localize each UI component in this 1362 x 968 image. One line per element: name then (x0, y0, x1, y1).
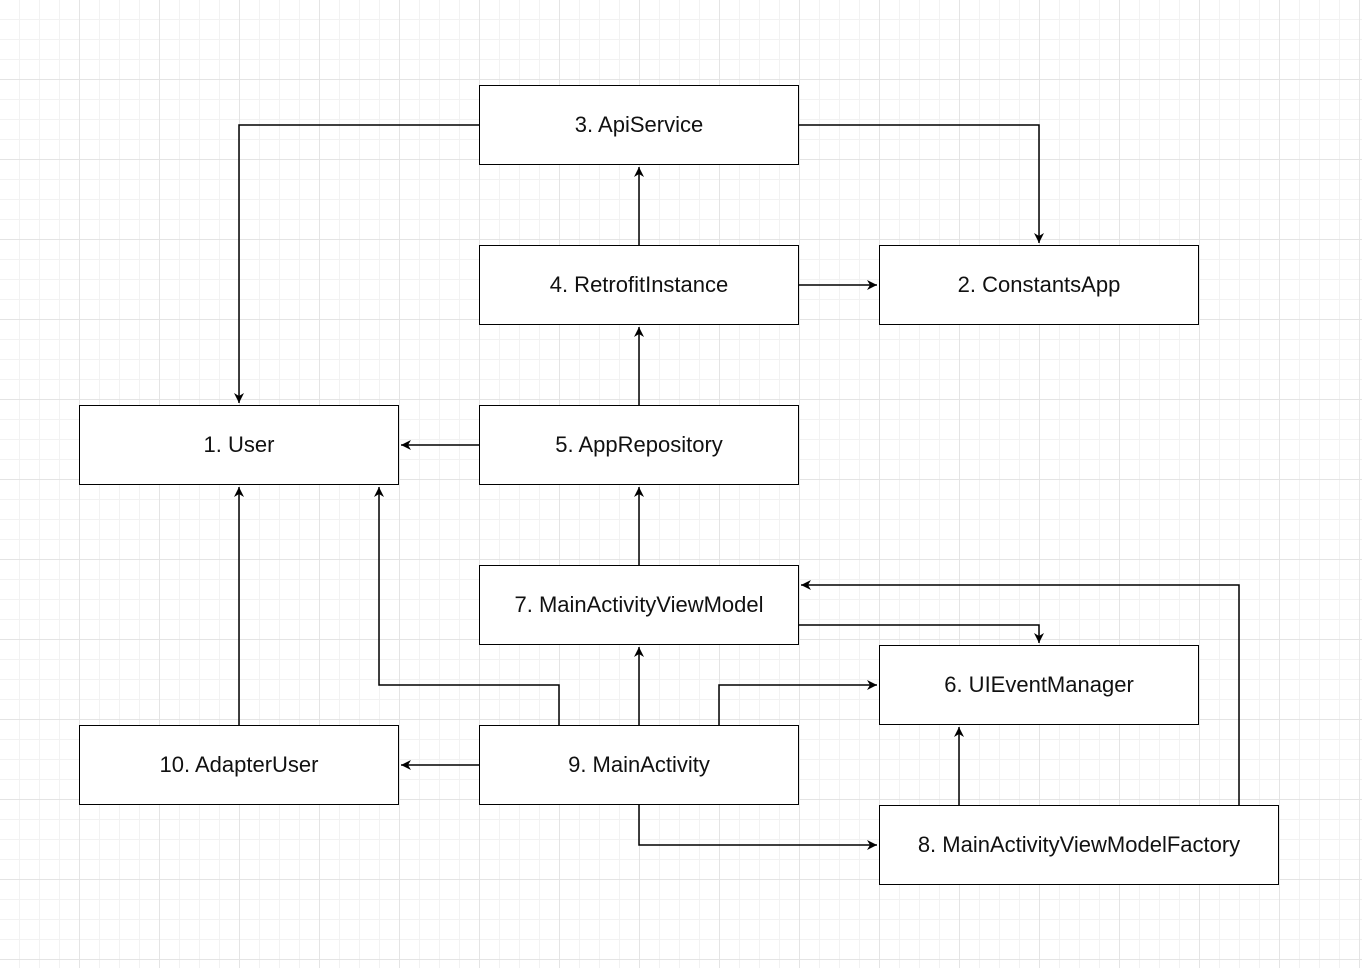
node-label: 3. ApiService (574, 112, 704, 137)
node-api-service[interactable]: 3. ApiService (479, 85, 799, 165)
edge-mainactivity-to-uievent (718, 680, 877, 725)
node-main-activity[interactable]: 9. MainActivity (479, 725, 799, 805)
node-label: 2. ConstantsApp (957, 272, 1121, 297)
node-main-activity-view-model[interactable]: 7. MainActivityViewModel (479, 565, 799, 645)
node-main-activity-view-model-factory[interactable]: 8. MainActivityViewModelFactory (879, 805, 1279, 885)
node-label: 10. AdapterUser (159, 752, 319, 777)
node-label: 6. UIEventManager (944, 672, 1134, 697)
node-label: 8. MainActivityViewModelFactory (917, 832, 1241, 857)
node-ui-event-manager[interactable]: 6. UIEventManager (879, 645, 1199, 725)
edge-factory-to-mainvm (801, 580, 1240, 805)
node-label: 1. User (203, 432, 275, 457)
node-retrofit-instance[interactable]: 4. RetrofitInstance (479, 245, 799, 325)
node-constants-app[interactable]: 2. ConstantsApp (879, 245, 1199, 325)
node-label: 9. MainActivity (568, 752, 710, 777)
edge-apiservice-to-user (234, 124, 479, 403)
node-label: 7. MainActivityViewModel (514, 592, 764, 617)
node-user[interactable]: 1. User (79, 405, 399, 485)
edge-mainactivity-to-user (374, 487, 560, 725)
edge-mainactivity-to-factory (638, 805, 877, 850)
edge-apiservice-to-constantsapp (799, 124, 1044, 243)
edge-mainvm-to-uievent (799, 624, 1044, 643)
node-label: 5. AppRepository (555, 432, 723, 457)
node-app-repository[interactable]: 5. AppRepository (479, 405, 799, 485)
node-label: 4. RetrofitInstance (549, 272, 729, 297)
node-adapter-user[interactable]: 10. AdapterUser (79, 725, 399, 805)
